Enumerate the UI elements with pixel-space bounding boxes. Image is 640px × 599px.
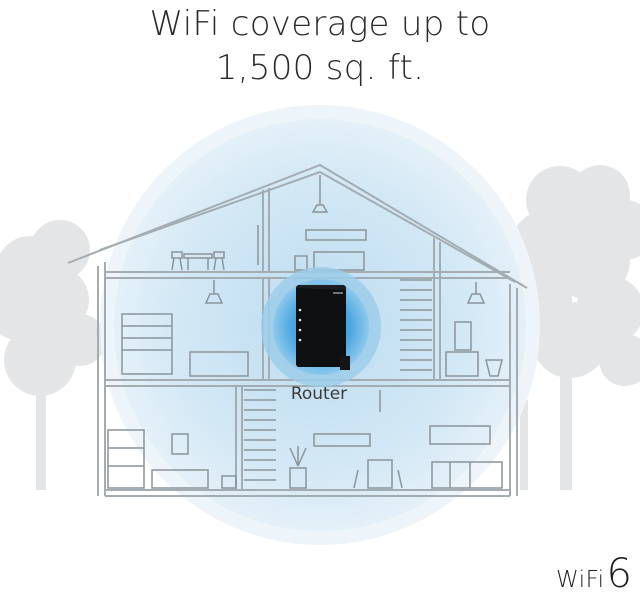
headline-line-1: WiFi coverage up to — [149, 4, 491, 44]
furniture — [107, 175, 503, 489]
wifi6-badge: WiFi 6 — [555, 551, 632, 597]
wifi-badge-text: WiFi — [555, 567, 605, 593]
headline: WiFi coverage up to 1,500 sq. ft. — [0, 2, 640, 90]
house-outline — [67, 163, 528, 497]
headline-line-2: 1,500 sq. ft. — [215, 48, 425, 88]
tree-right — [508, 165, 640, 490]
wifi-badge-number: 6 — [606, 551, 632, 597]
router-label: Router — [290, 384, 348, 404]
router-device — [296, 285, 350, 370]
tree-left — [0, 220, 106, 490]
